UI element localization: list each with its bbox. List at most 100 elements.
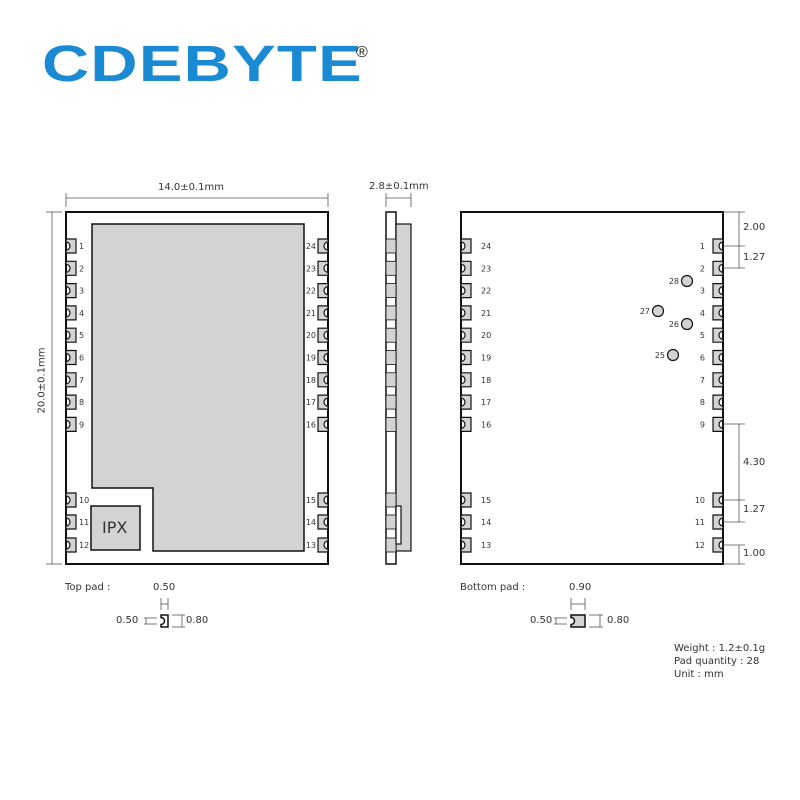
top-pin-label-16: 16	[306, 420, 316, 429]
bottom-pin-pad-7	[712, 372, 724, 388]
top-pin-pad-7	[65, 372, 77, 388]
bottom-pin-label-2: 2	[700, 264, 705, 273]
top-pin-pad-24	[317, 238, 329, 254]
bottom-pin-pad-15	[460, 492, 472, 508]
top-pin-label-12: 12	[79, 541, 89, 550]
bottom-pin-label-12: 12	[695, 541, 705, 550]
top-pin-label-2: 2	[79, 264, 84, 273]
top-pin-label-1: 1	[79, 242, 84, 251]
top-pad-width: 0.50	[153, 582, 176, 593]
top-pin-pad-15	[317, 492, 329, 508]
top-pin-label-8: 8	[79, 398, 84, 407]
center-pad-label-25: 25	[655, 351, 665, 360]
dim-gap: 4.30	[743, 457, 766, 468]
top-pin-label-3: 3	[79, 287, 84, 296]
bottom-pin-pad-20	[460, 327, 472, 343]
top-pin-pad-5	[65, 327, 77, 343]
bottom-view-outline	[460, 211, 724, 565]
bottom-pin-label-20: 20	[481, 331, 491, 340]
bottom-pin-pad-2	[712, 260, 724, 276]
bottom-pin-label-18: 18	[481, 376, 491, 385]
top-pin-label-17: 17	[306, 398, 316, 407]
top-pin-pad-22	[317, 283, 329, 299]
bottom-pin-pad-11	[712, 514, 724, 530]
bottom-pin-pad-21	[460, 305, 472, 321]
top-pin-pad-18	[317, 372, 329, 388]
bottom-pin-pad-9	[712, 416, 724, 432]
top-pad-label: Top pad :	[65, 582, 111, 593]
side-thickness-label: 2.8±0.1mm	[369, 181, 429, 192]
top-pin-pad-17	[317, 394, 329, 410]
top-pin-pad-1	[65, 238, 77, 254]
side-shield	[395, 223, 412, 552]
top-pin-pad-20	[317, 327, 329, 343]
top-pad-radius: 0.50	[116, 615, 139, 626]
top-pin-label-6: 6	[79, 354, 84, 363]
top-pin-pad-21	[317, 305, 329, 321]
top-pin-label-21: 21	[306, 309, 316, 318]
top-pin-pad-8	[65, 394, 77, 410]
bottom-pin-pad-3	[712, 283, 724, 299]
top-pin-label-19: 19	[306, 354, 316, 363]
center-pad-label-27: 27	[640, 307, 650, 316]
bottom-pin-label-9: 9	[700, 420, 705, 429]
bottom-pin-label-13: 13	[481, 541, 491, 550]
unit-text: Unit : mm	[674, 669, 724, 680]
top-pin-label-24: 24	[306, 242, 316, 251]
center-pad-27	[651, 304, 665, 318]
top-pin-label-10: 10	[79, 496, 89, 505]
bottom-pin-label-24: 24	[481, 242, 491, 251]
top-pin-label-7: 7	[79, 376, 84, 385]
bottom-pin-label-3: 3	[700, 287, 705, 296]
top-pin-pad-2	[65, 260, 77, 276]
bottom-pin-label-1: 1	[700, 242, 705, 251]
bottom-pin-pad-4	[712, 305, 724, 321]
bottom-pin-pad-17	[460, 394, 472, 410]
bottom-pin-label-16: 16	[481, 420, 491, 429]
top-pin-pad-16	[317, 416, 329, 432]
dim-pitch-top: 1.27	[743, 252, 766, 263]
bottom-pin-label-8: 8	[700, 398, 705, 407]
bottom-pad-height: 0.80	[607, 615, 630, 626]
bottom-pin-label-22: 22	[481, 287, 491, 296]
bottom-pin-pad-14	[460, 514, 472, 530]
ipx-label: IPX	[102, 518, 128, 537]
top-pin-pad-13	[317, 537, 329, 553]
bottom-pin-pad-6	[712, 349, 724, 366]
bottom-pin-label-10: 10	[695, 496, 705, 505]
bottom-pin-pad-23	[460, 260, 472, 276]
bottom-pin-label-17: 17	[481, 398, 491, 407]
bottom-pin-label-4: 4	[700, 309, 705, 318]
bottom-pad-width: 0.90	[569, 582, 592, 593]
center-pad-label-26: 26	[669, 320, 679, 329]
bottom-pin-pad-16	[460, 416, 472, 432]
bottom-pin-pad-5	[712, 327, 724, 343]
dim-bottom-margin: 1.00	[743, 548, 766, 559]
top-pin-pad-10	[65, 492, 77, 508]
dim-pitch-bottom: 1.27	[743, 504, 766, 515]
pad-quantity-text: Pad quantity : 28	[674, 656, 760, 667]
bottom-pin-label-23: 23	[481, 264, 491, 273]
top-pin-label-11: 11	[79, 518, 89, 527]
top-width-label: 14.0±0.1mm	[158, 182, 225, 193]
bottom-pad-detail	[570, 614, 586, 628]
center-pad-label-28: 28	[669, 277, 679, 286]
top-pin-pad-19	[317, 349, 329, 366]
bottom-pin-pad-12	[712, 537, 724, 553]
bottom-pin-label-7: 7	[700, 376, 705, 385]
bottom-pin-label-5: 5	[700, 331, 705, 340]
bottom-pin-label-21: 21	[481, 309, 491, 318]
bottom-pin-pad-18	[460, 372, 472, 388]
bottom-pin-pad-1	[712, 238, 724, 254]
center-pad-28	[680, 274, 694, 288]
top-pin-label-20: 20	[306, 331, 316, 340]
bottom-pin-label-14: 14	[481, 518, 491, 527]
top-height-label: 20.0±0.1mm	[36, 347, 48, 414]
top-pin-label-18: 18	[306, 376, 316, 385]
ipx-connector	[90, 505, 141, 551]
top-pin-pad-6	[65, 349, 77, 366]
top-pin-pad-23	[317, 260, 329, 276]
bottom-pad-label: Bottom pad :	[460, 582, 526, 593]
top-pin-label-4: 4	[79, 309, 84, 318]
